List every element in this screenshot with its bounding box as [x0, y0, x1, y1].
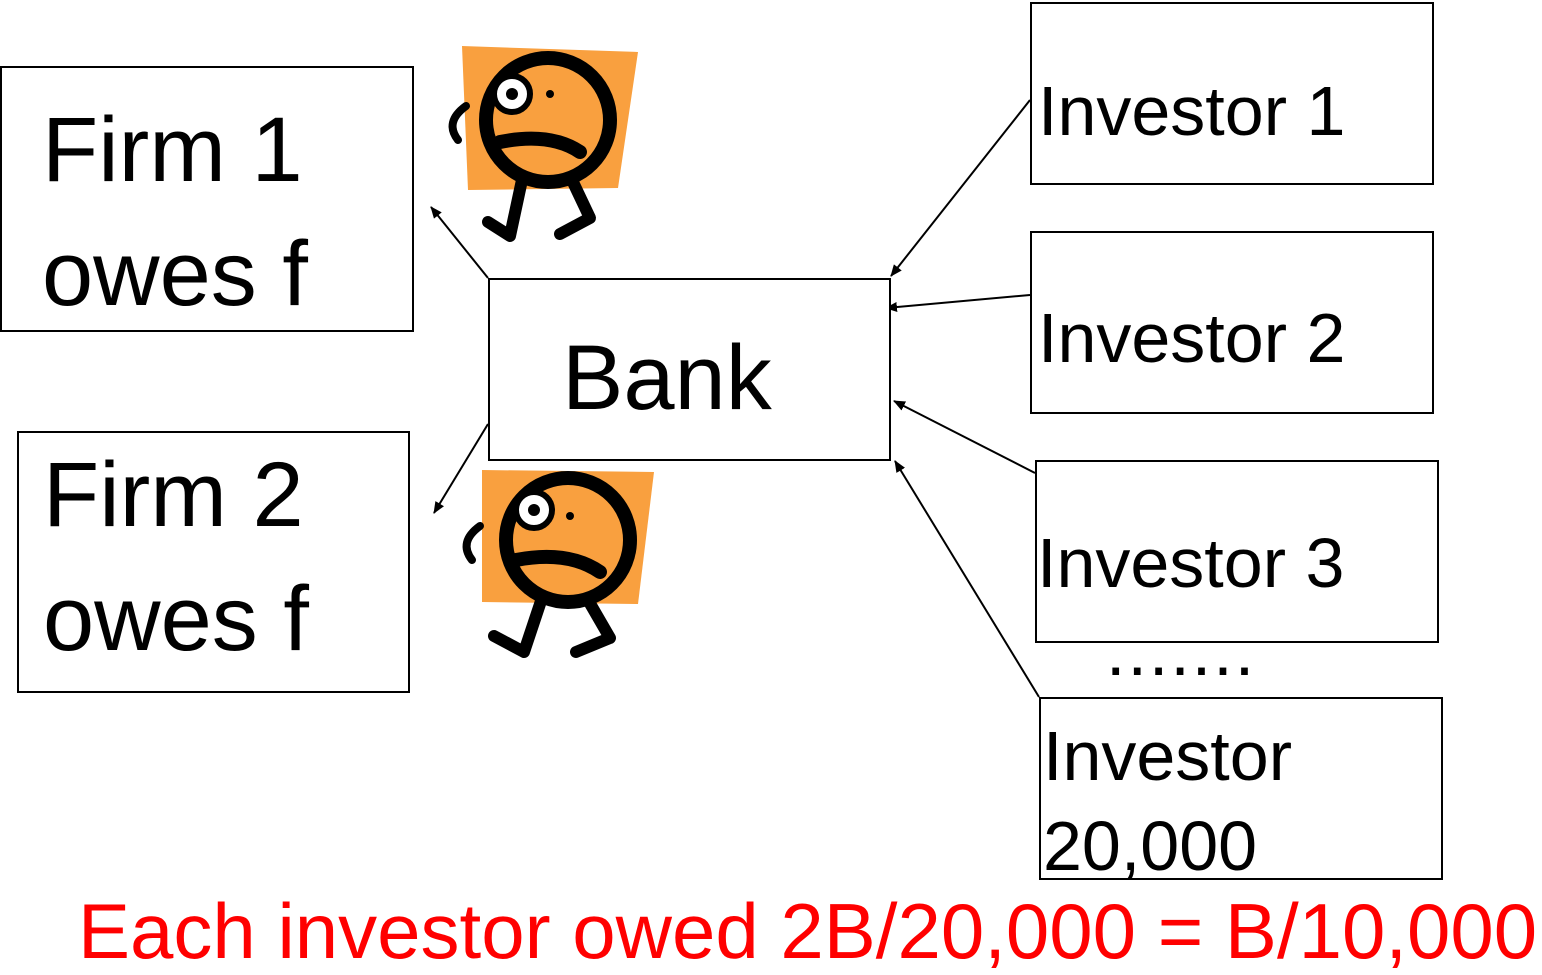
investor1-label: Investor 1 — [1038, 72, 1346, 150]
arrow-bank-to-firm1 — [430, 206, 489, 279]
bank-label: Bank — [562, 327, 772, 429]
investor1-box: Investor 1 — [1030, 2, 1434, 185]
investor2-box: Investor 2 — [1030, 231, 1434, 414]
investor2-label: Investor 2 — [1038, 299, 1346, 377]
worried-figure-icon — [448, 46, 638, 242]
footer-caption: Each investor owed 2B/20,000 = B/10,000 — [78, 887, 1538, 975]
arrow-bank-to-firm2 — [433, 423, 489, 514]
ellipsis-label: ....... — [1106, 612, 1257, 690]
investor3-box: Investor 3 — [1035, 460, 1439, 643]
arrow-investor2-to-bank — [885, 294, 1031, 312]
bank-box: Bank — [488, 278, 891, 461]
arrow-investor1-to-bank — [890, 99, 1031, 277]
investor3-label: Investor 3 — [1037, 524, 1345, 602]
arrow-investor3-to-bank — [893, 400, 1036, 474]
worried-figure-icon — [462, 470, 654, 658]
arrow-investor20000-to-bank — [894, 460, 1040, 698]
